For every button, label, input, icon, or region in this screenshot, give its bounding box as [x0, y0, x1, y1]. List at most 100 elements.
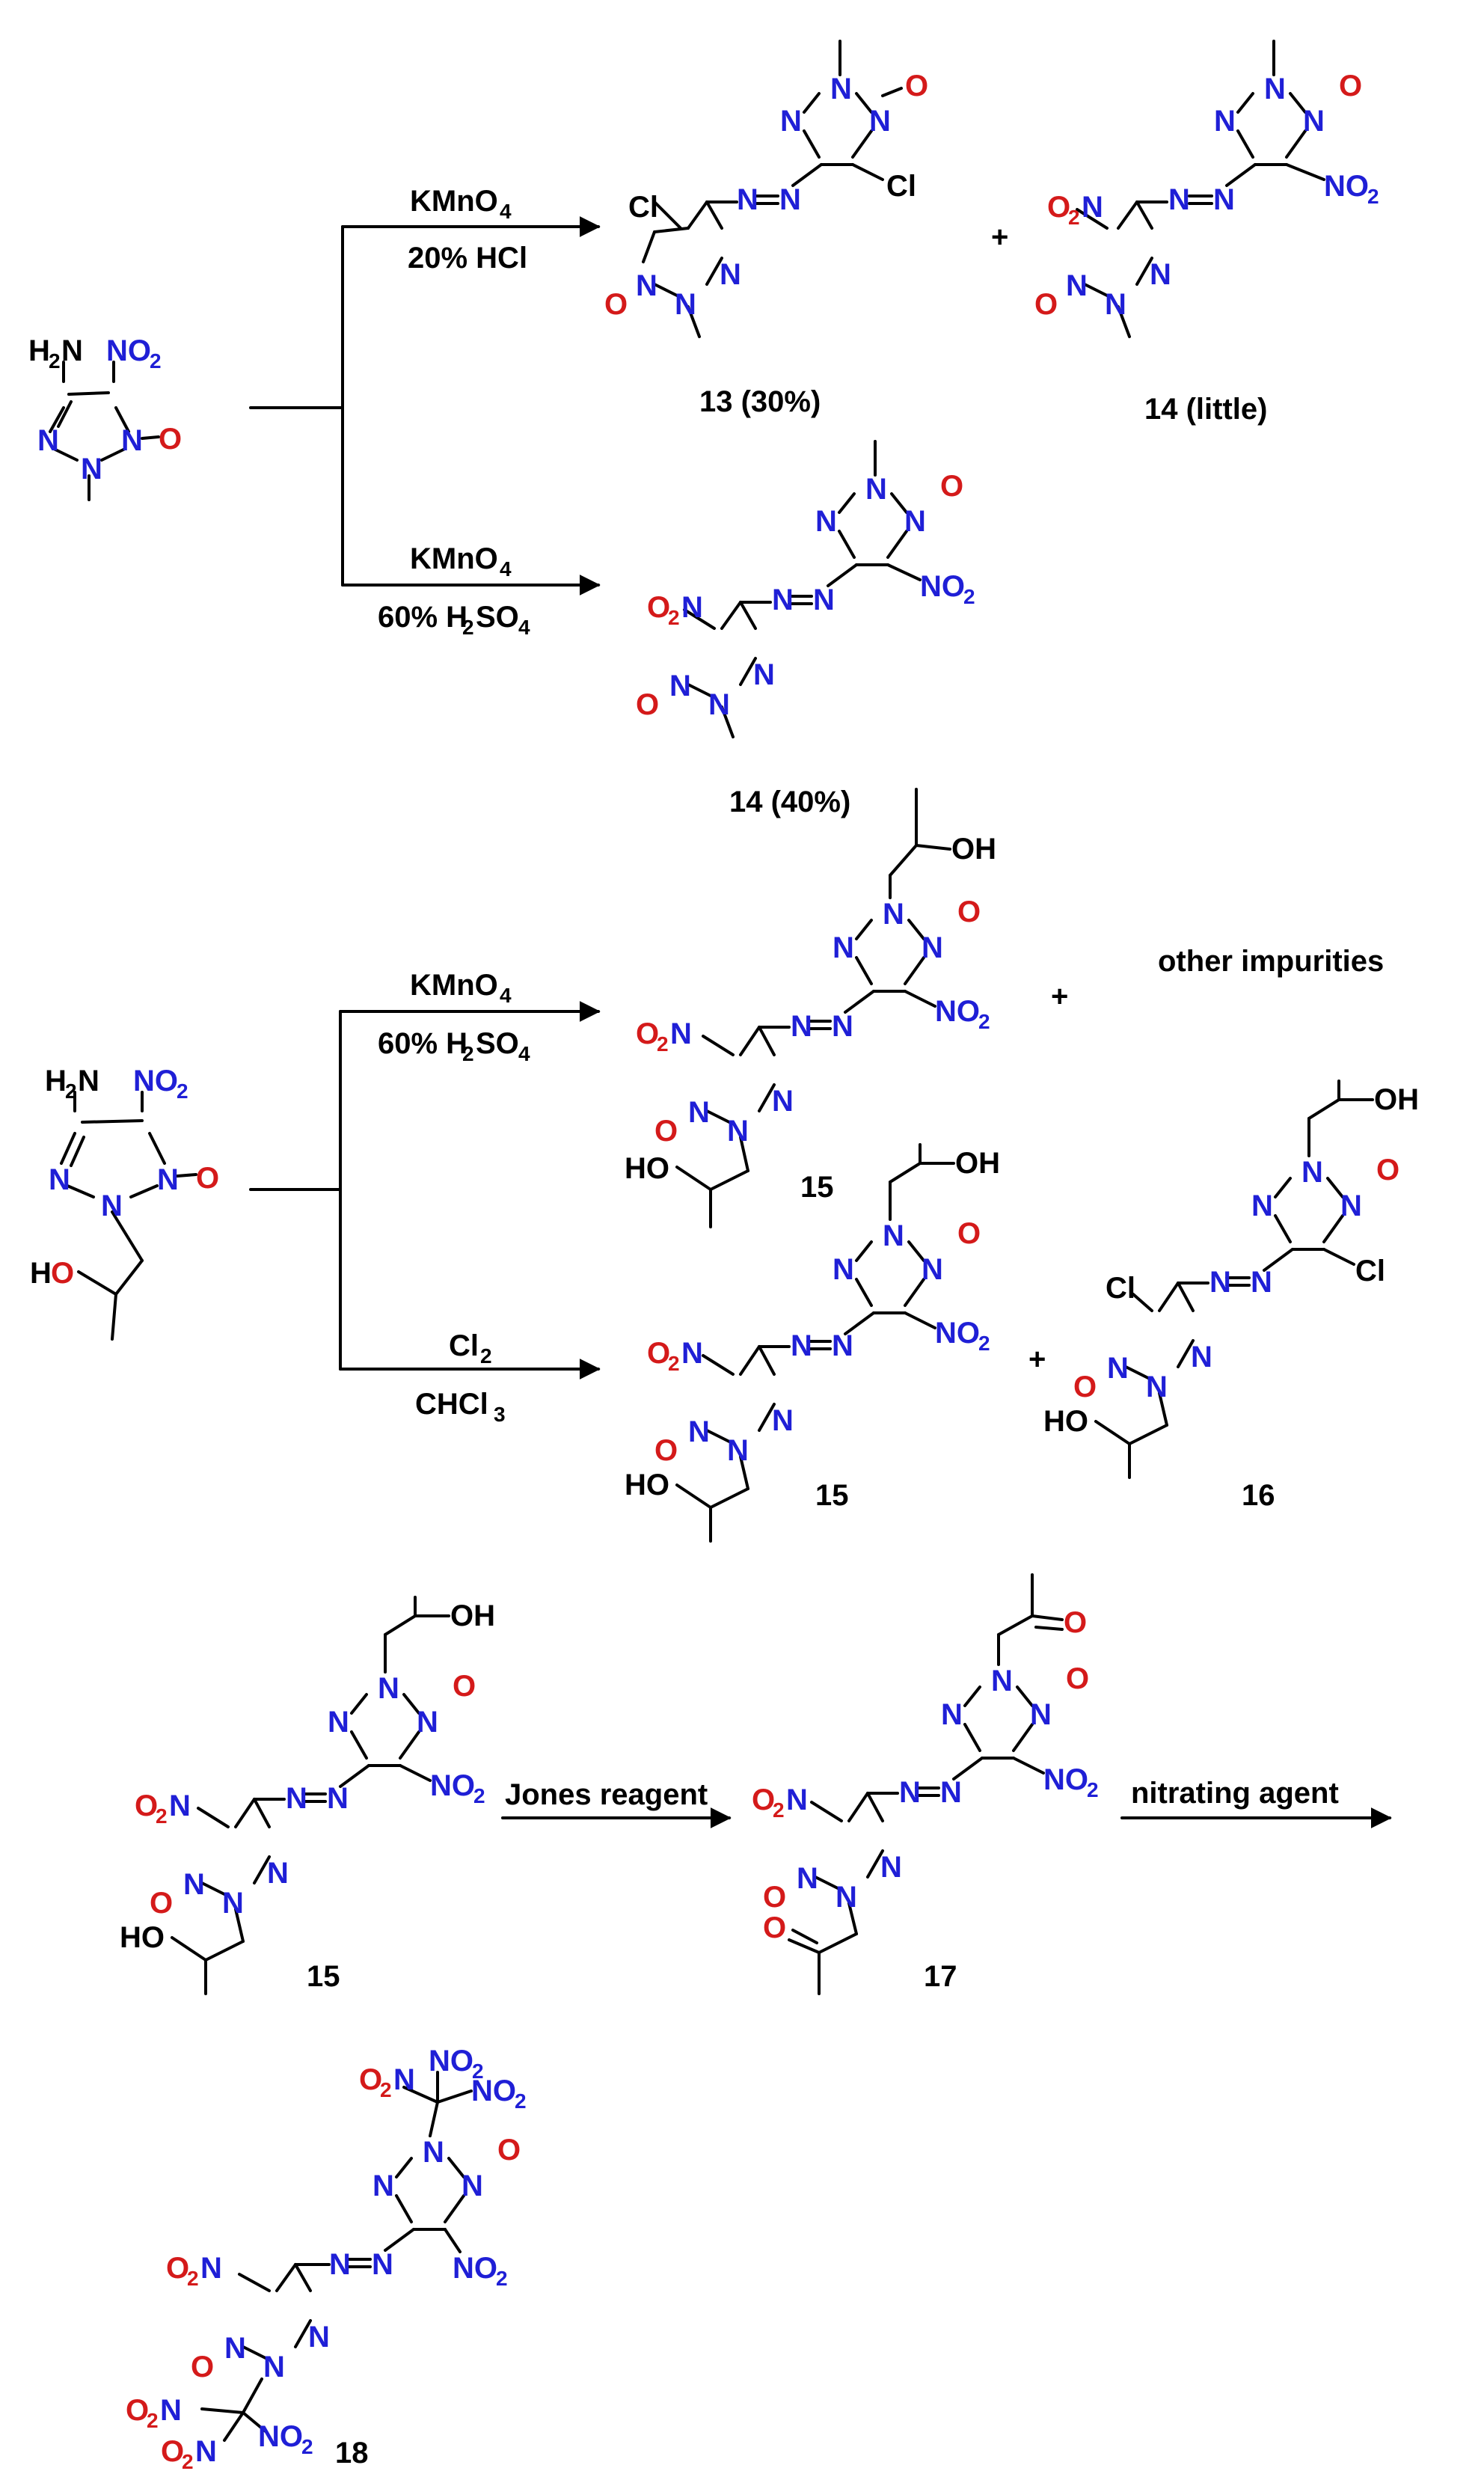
reagent-kmno4-h2so4: KMnO 4 60% H 2 SO 4: [378, 542, 530, 639]
nitro-O: O: [135, 1789, 158, 1822]
reagent-sub: 2: [462, 616, 474, 639]
oxide-O: O: [763, 1881, 786, 1914]
nitro-group: NO: [258, 2420, 303, 2453]
oxide-O: O: [191, 2351, 214, 2383]
amino-sub: 2: [49, 349, 61, 373]
chloro: Cl: [628, 191, 658, 224]
hydroxyl-H: H: [30, 1257, 52, 1290]
reagent-condition: SO: [476, 601, 519, 634]
oxide-O: O: [1066, 1662, 1089, 1695]
reagent-sub: 4: [518, 1042, 530, 1065]
reagent-kmno4-h2so4-2: KMnO 4 60% H 2 SO 4: [378, 969, 530, 1065]
ring-N: N: [727, 1115, 749, 1148]
other-impurities-label: other impurities: [1158, 945, 1384, 978]
plus-sign: +: [1051, 980, 1068, 1013]
amino-H: H: [45, 1065, 67, 1097]
nitro-sub: 2: [473, 1784, 485, 1807]
ring-N: N: [1301, 1156, 1323, 1189]
ring-N: N: [1191, 1341, 1212, 1374]
ring-N: N: [883, 898, 904, 931]
nitro-sub: 2: [515, 2089, 527, 2113]
ring-N: N: [81, 453, 102, 486]
ketone-O: O: [1064, 1606, 1087, 1639]
ring-N: N: [157, 1163, 179, 1196]
nitro-group: NO: [429, 2045, 473, 2078]
ring-N: N: [883, 1219, 904, 1252]
nitro-sub: 2: [150, 349, 162, 373]
ring-N: N: [222, 1887, 244, 1920]
reagent-name: Jones reagent: [505, 1778, 708, 1811]
ring-N: N: [1150, 258, 1171, 291]
nitro-N: N: [393, 2063, 415, 2096]
reagent-condition: 60% H: [378, 1027, 467, 1060]
chloro: Cl: [886, 170, 916, 203]
ring-N: N: [328, 1706, 349, 1739]
compound-14-little: N N N O NO 2 N N O 2 N N N N O 14 (littl…: [1034, 40, 1379, 426]
nitro-N: N: [169, 1789, 191, 1822]
nitro-O: O: [647, 591, 670, 624]
nitro-sub: 2: [978, 1332, 990, 1355]
azo-N: N: [791, 1010, 812, 1043]
azo-N: N: [940, 1776, 962, 1809]
compound-label-16: 16: [1242, 1479, 1275, 1512]
ring-N: N: [880, 1851, 902, 1884]
plus-sign: +: [1028, 1343, 1046, 1376]
nitro-O: O: [126, 2394, 149, 2427]
oxide-O: O: [159, 423, 182, 456]
compound-17: O N N N O NO 2 N N O 2 N N N N O O 17: [752, 1573, 1099, 1995]
nitro-sub: 2: [156, 1804, 168, 1828]
ring-N: N: [1030, 1698, 1052, 1731]
nitro-group: NO: [935, 1317, 980, 1350]
azo-N: N: [1251, 1266, 1272, 1299]
reagent-kmno4-hcl: KMnO 4 20% HCl: [408, 185, 527, 275]
nitro-group: NO: [133, 1065, 178, 1097]
oxide-O: O: [196, 1162, 219, 1195]
amino-H: H: [28, 334, 50, 367]
nitro-N: N: [160, 2394, 182, 2427]
oxide-O: O: [1034, 288, 1058, 321]
ring-N: N: [49, 1163, 70, 1196]
nitro-sub: 2: [668, 1352, 680, 1375]
azo-N: N: [1213, 183, 1235, 216]
ring-N: N: [688, 1415, 710, 1448]
amino-sub: 2: [65, 1080, 77, 1103]
hydroxyl-group: HO: [625, 1469, 669, 1501]
nitro-N: N: [200, 2252, 222, 2285]
nitro-sub: 2: [773, 1798, 785, 1822]
ring-N: N: [462, 2170, 483, 2202]
ring-N: N: [688, 1096, 710, 1129]
reagent-condition: SO: [476, 1027, 519, 1060]
oxide-O: O: [957, 1217, 981, 1250]
ring-N: N: [1146, 1371, 1168, 1403]
nitro-sub: 2: [301, 2435, 313, 2458]
chloro: Cl: [1355, 1255, 1385, 1287]
compound-label-18: 18: [335, 2437, 369, 2470]
ring-N: N: [772, 1085, 794, 1118]
azo-N: N: [1168, 183, 1190, 216]
oxide-O: O: [654, 1115, 678, 1148]
reagent-name: nitrating agent: [1131, 1777, 1339, 1810]
start-aminonitrotriazole-oxide-hydroxypropyl: H 2 N NO 2 N N N O H O: [30, 1065, 219, 1341]
ring-N: N: [37, 424, 59, 457]
ring-N: N: [224, 2332, 246, 2365]
reagent-name: KMnO: [410, 969, 498, 1002]
ring-N: N: [1066, 269, 1088, 302]
compound-15-a: OH N N N O NO 2 N N O 2 N N N N O HO 15: [625, 788, 996, 1228]
ring-N: N: [780, 105, 802, 138]
nitro-sub: 2: [963, 585, 975, 608]
nitro-sub: 2: [472, 2060, 484, 2083]
nitro-sub: 2: [496, 2267, 508, 2290]
amino-N: N: [78, 1065, 99, 1097]
ring-N: N: [1340, 1189, 1362, 1222]
ring-N: N: [417, 1706, 438, 1739]
azo-N: N: [791, 1329, 812, 1362]
oxide-O: O: [654, 1434, 678, 1467]
azo-N: N: [329, 2248, 351, 2281]
compound-label-13: 13 (30%): [699, 385, 821, 418]
nitro-N: N: [195, 2435, 217, 2468]
reagent-sub: 4: [500, 557, 512, 581]
nitro-sub: 2: [978, 1010, 990, 1033]
nitro-group: NO: [1324, 170, 1369, 203]
nitro-group: NO: [430, 1769, 475, 1802]
ring-N: N: [753, 658, 775, 691]
